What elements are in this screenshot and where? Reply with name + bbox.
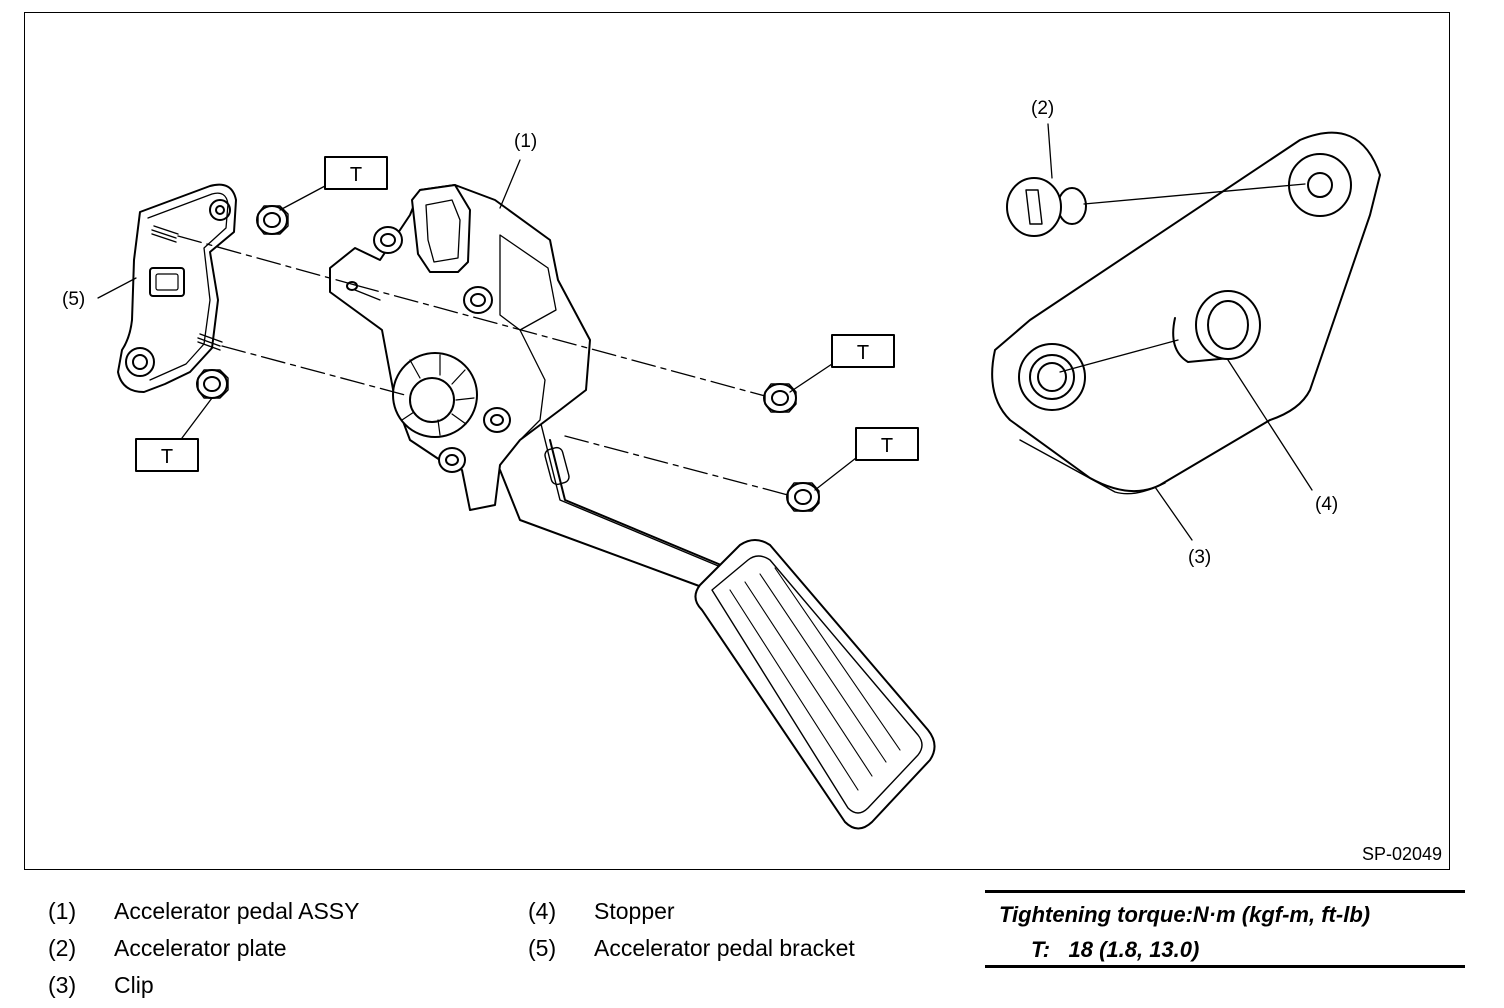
callout-5: (5) (62, 289, 85, 310)
torque-box-4 (135, 438, 199, 472)
torque-value-row: T: 18 (1.8, 13.0) (1031, 937, 1199, 963)
torque-box-2 (831, 334, 895, 368)
legend-num: (3) (48, 972, 77, 998)
legend-label: Clip (114, 972, 154, 998)
torque-spec-box: Tightening torque:N·m (kgf-m, ft-lb) T: … (985, 890, 1465, 968)
legend-label: Accelerator plate (114, 935, 287, 961)
diagram-frame (24, 12, 1450, 870)
legend-label: Accelerator pedal ASSY (114, 898, 360, 924)
callout-4: (4) (1315, 494, 1338, 515)
legend-num: (1) (48, 898, 77, 924)
legend-num: (4) (528, 898, 557, 924)
legend-num: (2) (48, 935, 77, 961)
callout-1: (1) (514, 131, 537, 152)
callout-3: (3) (1188, 547, 1211, 568)
torque-title: Tightening torque:N·m (kgf-m, ft-lb) (999, 902, 1371, 927)
legend-num: (5) (528, 935, 557, 961)
stopper-part (1059, 290, 1261, 373)
torque-marker-4: T (161, 446, 173, 468)
flange-nut-mid (763, 383, 797, 413)
legend-label: Accelerator pedal bracket (594, 935, 855, 961)
torque-marker-2: T (857, 342, 869, 364)
accelerator-pedal-assy (329, 184, 936, 830)
flange-nut-right (786, 482, 820, 512)
parts-legend: (1) Accelerator pedal ASSY (2) Accelerat… (48, 898, 948, 1008)
torque-box-1 (324, 156, 388, 190)
flange-nut-upper (256, 205, 289, 235)
figure-code: SP-02049 (1361, 844, 1442, 864)
flange-nut-lower (196, 369, 229, 399)
torque-value: 18 (1.8, 13.0) (1068, 937, 1200, 962)
callout-2: (2) (1031, 98, 1054, 119)
clip-part (1006, 177, 1306, 237)
torque-box-3 (855, 427, 919, 461)
accelerator-pedal-bracket (117, 183, 237, 393)
torque-marker-1: T (350, 164, 362, 186)
torque-value-label: T: (1031, 937, 1051, 962)
torque-marker-3: T (881, 435, 893, 457)
exploded-view-diagram: (1) (2) (3) (4) (5) T T T T (62, 98, 1381, 830)
legend-label: Stopper (594, 898, 675, 924)
